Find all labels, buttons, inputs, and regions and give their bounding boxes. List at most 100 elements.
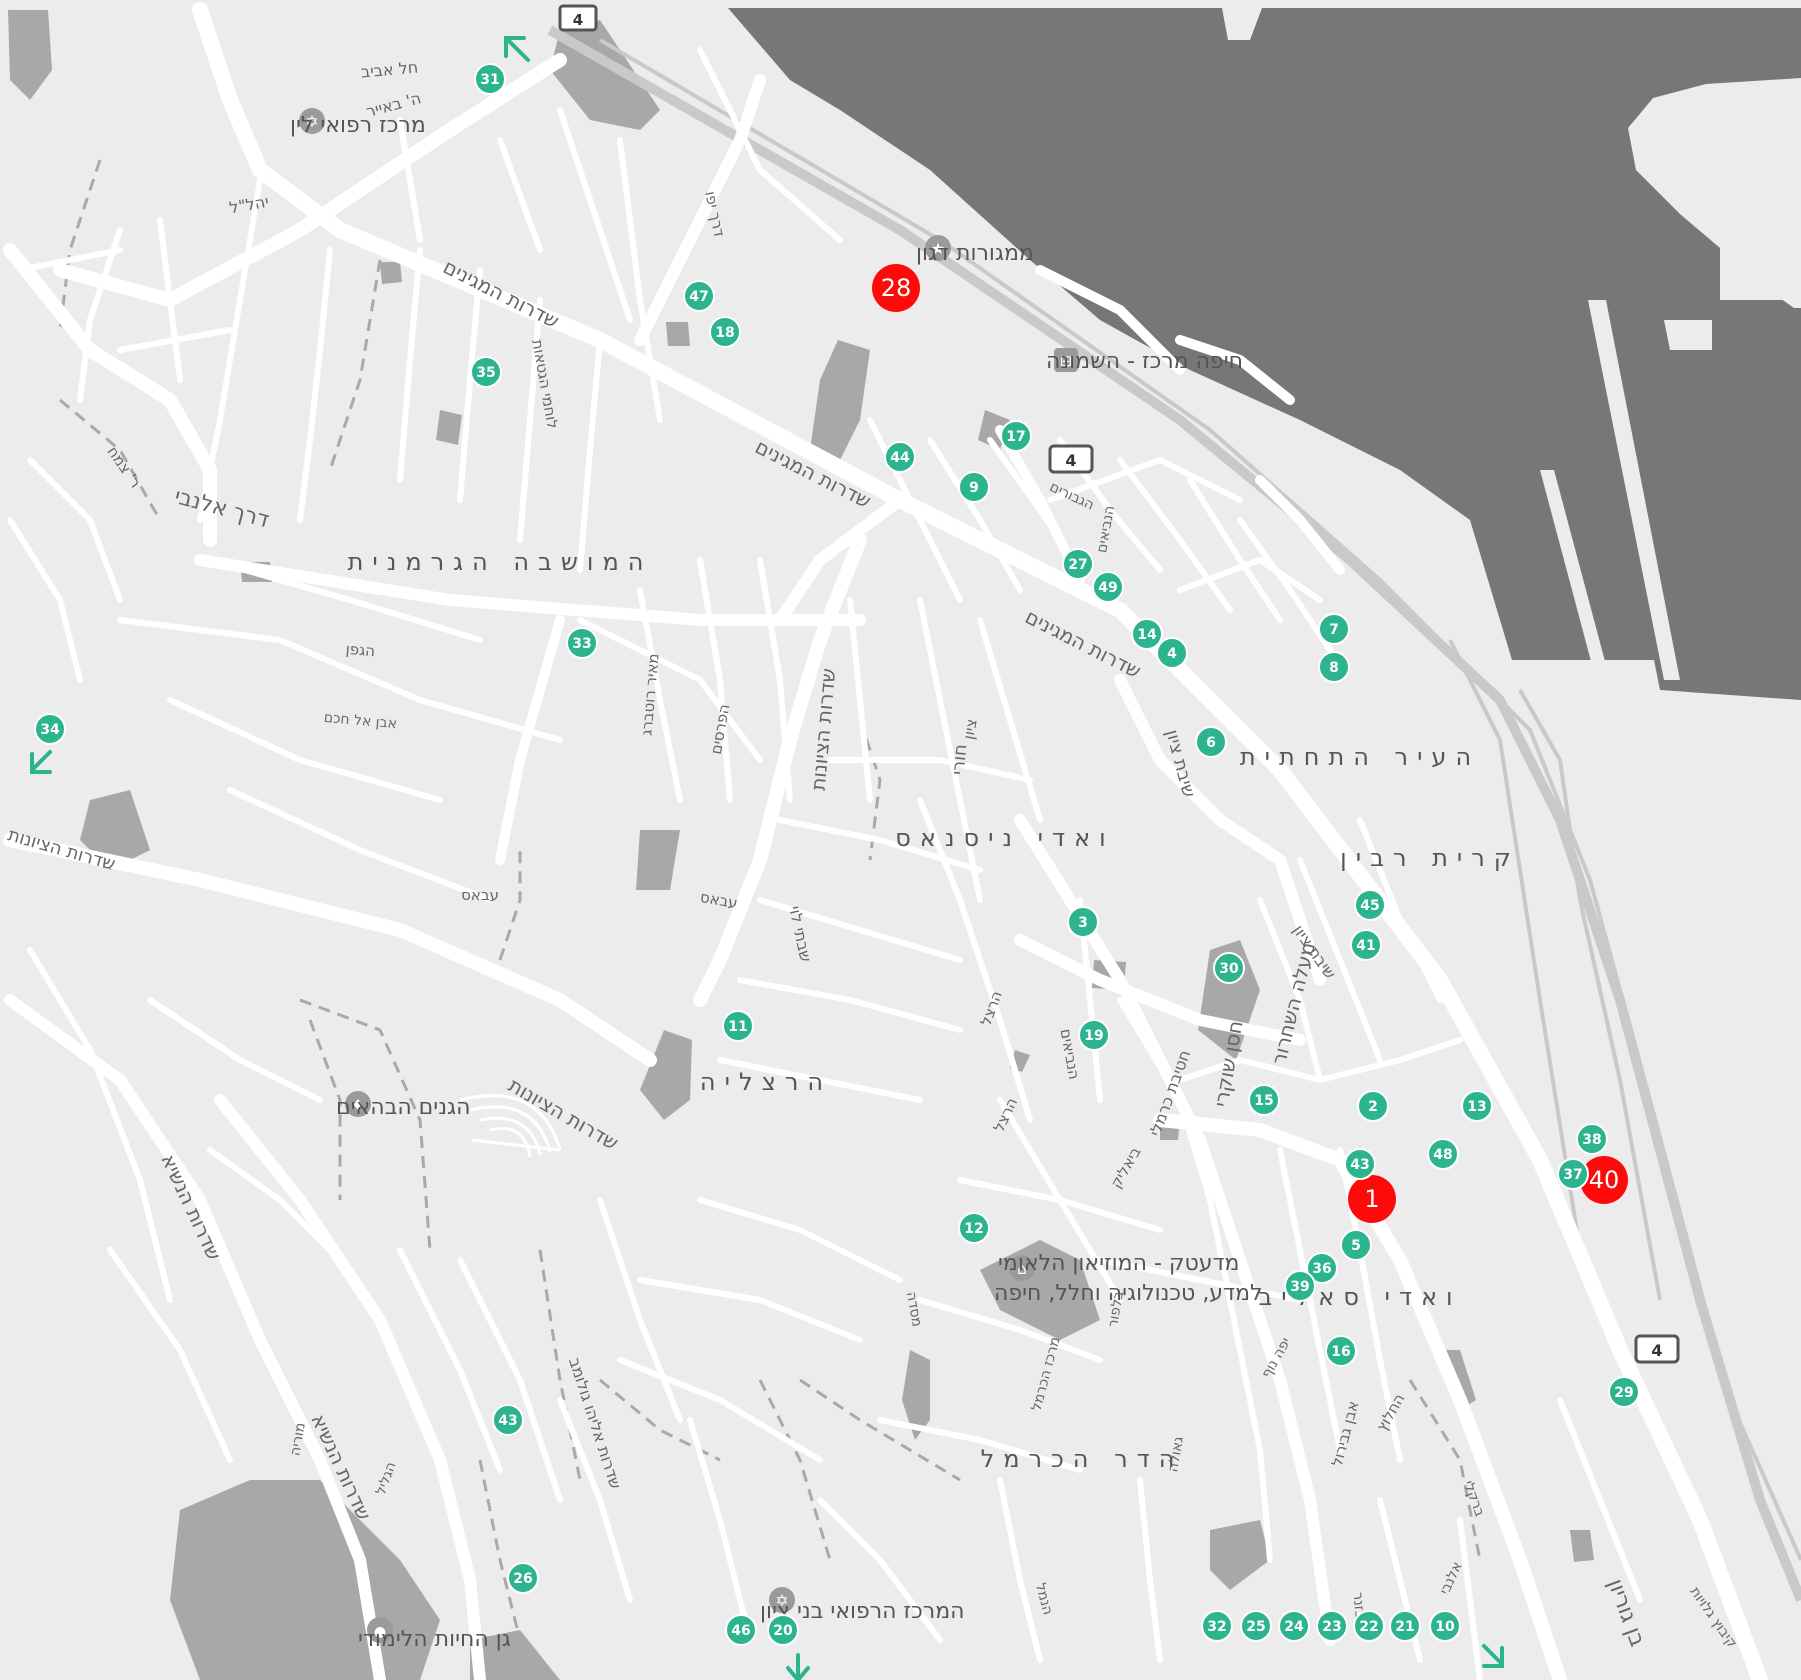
- poi-zoo[interactable]: ● גן החיות הלימודי: [358, 1617, 511, 1652]
- route-marker[interactable]: 45: [1354, 889, 1386, 921]
- bahai-terraces: [459, 1094, 562, 1158]
- marker-circle: [709, 316, 741, 348]
- street-label-s23: הגפן: [345, 640, 376, 660]
- route-marker[interactable]: 11: [722, 1010, 754, 1042]
- arrow-down-left-icon[interactable]: [30, 750, 52, 774]
- poi-haifa-center[interactable]: ⊞ חיפה מרכז - השמונה: [1046, 348, 1243, 374]
- marker-label: 16: [1331, 1344, 1350, 1360]
- svg-text:♦: ♦: [351, 1096, 364, 1114]
- route-marker-primary[interactable]: 28: [872, 264, 920, 312]
- route-marker[interactable]: 43: [1344, 1148, 1376, 1180]
- svg-text:✡: ✡: [775, 1591, 788, 1610]
- route-marker[interactable]: 47: [683, 280, 715, 312]
- street-label-s50: בלפור: [1105, 1290, 1127, 1329]
- marker-label: 41: [1356, 938, 1375, 954]
- marker-label: 35: [476, 365, 495, 381]
- route-marker[interactable]: 32: [1201, 1610, 1233, 1642]
- route-marker[interactable]: 22: [1353, 1610, 1385, 1642]
- route-marker[interactable]: 18: [709, 316, 741, 348]
- poi-label-bahai: הגנים הבהאים: [336, 1095, 470, 1120]
- poi-lin-medical[interactable]: ✡ מרכז רפואי לין: [290, 108, 426, 138]
- marker-circle: [1213, 952, 1245, 984]
- paw-icon: [367, 1617, 393, 1643]
- marker-label: 40: [1589, 1166, 1620, 1194]
- route-marker[interactable]: 41: [1350, 929, 1382, 961]
- marker-circle: [722, 1010, 754, 1042]
- route-marker[interactable]: 30: [1213, 952, 1245, 984]
- route-marker[interactable]: 39: [1284, 1270, 1316, 1302]
- route-marker[interactable]: 21: [1389, 1610, 1421, 1642]
- street-label-s30: חורי: [948, 743, 972, 776]
- svg-text:⌂: ⌂: [1017, 1260, 1027, 1278]
- route-marker[interactable]: 27: [1062, 548, 1094, 580]
- route-marker[interactable]: 34: [34, 713, 66, 745]
- offmap-arrows[interactable]: [30, 36, 1504, 1680]
- route-marker[interactable]: 19: [1078, 1019, 1110, 1051]
- route-marker-primary[interactable]: 1: [1348, 1175, 1396, 1223]
- route-marker[interactable]: 4: [1156, 637, 1188, 669]
- marker-label: 23: [1322, 1619, 1341, 1635]
- route-marker[interactable]: 2: [1357, 1090, 1389, 1122]
- marker-label: 26: [513, 1571, 532, 1587]
- route-marker-primary[interactable]: 40: [1580, 1156, 1628, 1204]
- route-marker[interactable]: 9: [958, 471, 990, 503]
- route-marker[interactable]: 37: [1557, 1158, 1589, 1190]
- marker-circle: [1092, 571, 1124, 603]
- marker-circle: [1354, 889, 1386, 921]
- marker-label: 31: [480, 72, 499, 88]
- marker-circle: [683, 280, 715, 312]
- arrow-down-icon[interactable]: [786, 1653, 810, 1680]
- route-marker[interactable]: 29: [1608, 1376, 1640, 1408]
- route-marker[interactable]: 31: [474, 63, 506, 95]
- marker-circle: [1389, 1610, 1421, 1642]
- route-marker[interactable]: 14: [1131, 618, 1163, 650]
- marker-circle: [507, 1562, 539, 1594]
- route-marker[interactable]: 48: [1427, 1138, 1459, 1170]
- route-marker[interactable]: 6: [1195, 726, 1227, 758]
- street-label-s48: מוריה: [287, 1421, 309, 1457]
- poi-label-lin-medical: מרכז רפואי לין: [290, 113, 426, 138]
- arrow-up-left-icon[interactable]: [504, 36, 530, 62]
- route-marker[interactable]: 25: [1240, 1610, 1272, 1642]
- route-marker[interactable]: 20: [767, 1614, 799, 1646]
- route-marker[interactable]: 33: [566, 627, 598, 659]
- marker-label: 21: [1395, 1619, 1414, 1635]
- route-marker[interactable]: 16: [1325, 1335, 1357, 1367]
- marker-label: 4: [1167, 646, 1177, 662]
- route-marker[interactable]: 35: [470, 356, 502, 388]
- marker-label: 38: [1582, 1132, 1601, 1148]
- route-marker[interactable]: 17: [1000, 420, 1032, 452]
- marker-label: 1: [1364, 1185, 1379, 1213]
- poi-dagon[interactable]: ★ ממגורות דגון: [916, 235, 1034, 266]
- marker-circle: [1557, 1158, 1589, 1190]
- route-marker[interactable]: 24: [1278, 1610, 1310, 1642]
- marker-label: 27: [1068, 557, 1087, 573]
- route-marker[interactable]: 8: [1318, 651, 1350, 683]
- route-marker[interactable]: 23: [1316, 1610, 1348, 1642]
- street-label-s24: עבאס: [461, 886, 499, 904]
- route-marker[interactable]: 43: [492, 1404, 524, 1436]
- route-marker[interactable]: 46: [725, 1614, 757, 1646]
- route-marker[interactable]: 10: [1429, 1610, 1461, 1642]
- route-marker[interactable]: 3: [1067, 906, 1099, 938]
- poi-madatech[interactable]: ⌂ מדעטק - המוזיאון הלאומי למדע, טכנולוגי…: [994, 1251, 1263, 1306]
- landmark-icon: [345, 1091, 371, 1117]
- route-marker[interactable]: 44: [884, 441, 916, 473]
- marker-circle: [1131, 618, 1163, 650]
- route-marker[interactable]: 5: [1340, 1229, 1372, 1261]
- route-marker[interactable]: 26: [507, 1562, 539, 1594]
- route-marker[interactable]: 38: [1576, 1123, 1608, 1155]
- route-marker[interactable]: 15: [1248, 1084, 1280, 1116]
- poi-bahai[interactable]: ♦ הגנים הבהאים: [336, 1091, 470, 1120]
- route-marker[interactable]: 36: [1306, 1252, 1338, 1284]
- marker-label: 13: [1467, 1099, 1486, 1115]
- route-marker[interactable]: 12: [958, 1212, 990, 1244]
- marker-label: 7: [1329, 622, 1339, 638]
- arrow-down-right-icon[interactable]: [1482, 1644, 1504, 1668]
- route-marker[interactable]: 7: [1318, 613, 1350, 645]
- route-marker[interactable]: 13: [1461, 1090, 1493, 1122]
- route-marker[interactable]: 49: [1092, 571, 1124, 603]
- poi-bnei-zion[interactable]: ✡ המרכז הרפואי בני ציון: [760, 1587, 965, 1624]
